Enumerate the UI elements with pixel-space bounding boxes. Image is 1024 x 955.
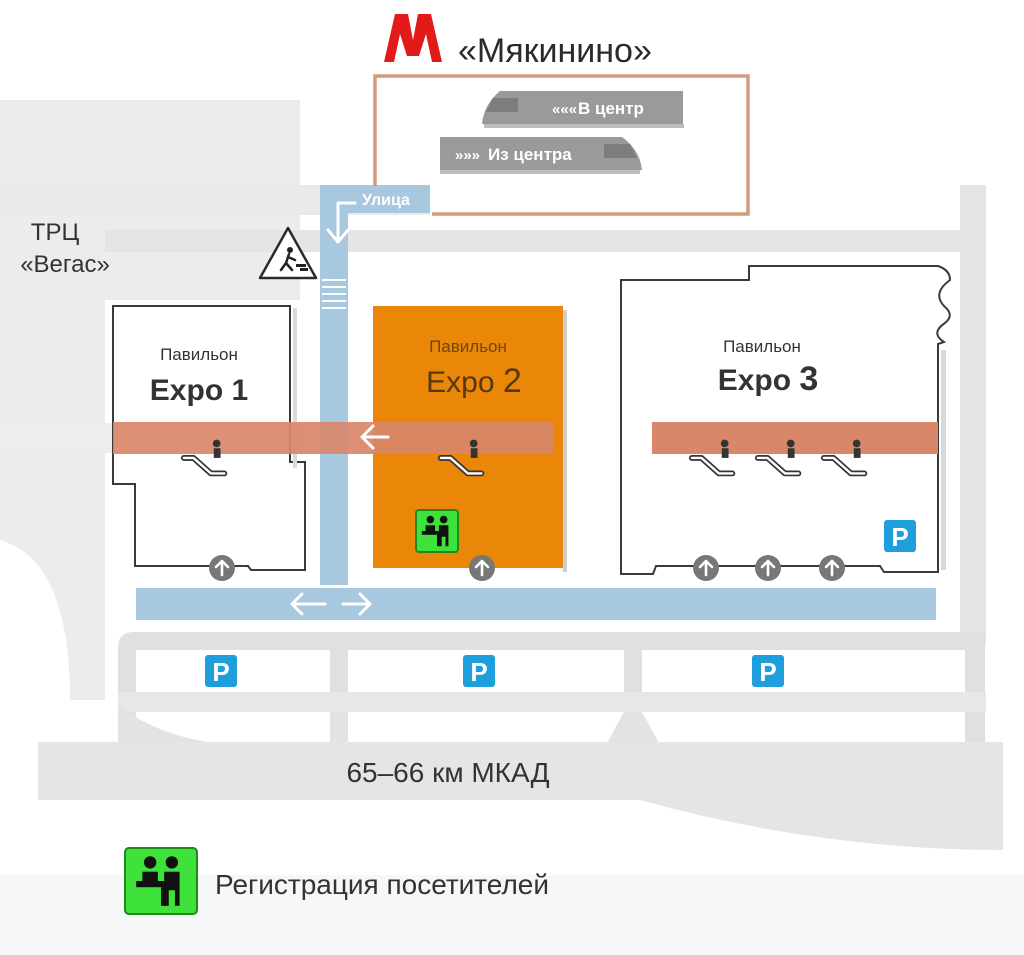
pavilion-title: Expo 2 bbox=[426, 362, 522, 400]
parking-icon bbox=[884, 520, 916, 552]
main-walkway bbox=[320, 185, 348, 585]
connecting-corridor bbox=[113, 422, 938, 454]
train-from-center-label: Из центра bbox=[488, 145, 572, 164]
train-icon bbox=[482, 91, 683, 124]
mall-label-line2: «Вегас» bbox=[20, 251, 110, 278]
street-arrow-icon bbox=[326, 201, 357, 244]
road-label: 65–66 км МКАД bbox=[346, 757, 549, 788]
train-to-center: ««« В центр bbox=[482, 91, 684, 128]
pavilion-title: Expo 1 bbox=[150, 374, 248, 407]
parking-icon bbox=[205, 655, 237, 687]
mkad-exit bbox=[640, 800, 1003, 850]
parking-letter: P bbox=[891, 522, 908, 552]
entrance-arrow-icon[interactable] bbox=[692, 554, 720, 582]
mkad-road bbox=[38, 742, 1003, 800]
street-label: Улица bbox=[362, 192, 410, 209]
entrance-arrow-icon[interactable] bbox=[468, 554, 496, 582]
pavilion-caption: Павильон bbox=[429, 337, 507, 356]
east-street bbox=[960, 185, 986, 645]
top-street bbox=[105, 230, 965, 252]
pavilion-caption: Павильон bbox=[160, 345, 238, 364]
arrow-right-icon bbox=[341, 592, 372, 616]
walkways bbox=[136, 185, 936, 620]
train-icon bbox=[440, 137, 642, 170]
train-to-center-label: В центр bbox=[578, 99, 644, 118]
pavilion-caption: Павильон bbox=[723, 337, 801, 356]
parking-letter: P bbox=[212, 657, 229, 687]
legend: Регистрация посетителей bbox=[124, 847, 549, 915]
entrance-arrow-icon[interactable] bbox=[208, 554, 236, 582]
entrance-arrow-icon[interactable] bbox=[754, 554, 782, 582]
entrance-arrow-icon[interactable] bbox=[818, 554, 846, 582]
pavilion-title: Expo 3 bbox=[718, 360, 819, 398]
legend-registration-label: Регистрация посетителей bbox=[215, 869, 549, 900]
pavilion-expo-3[interactable] bbox=[620, 265, 952, 575]
corridor-arrow-icon bbox=[360, 424, 390, 450]
parking-road bbox=[118, 632, 985, 745]
mall-label-line1: ТРЦ bbox=[31, 219, 80, 246]
parking-icon bbox=[463, 655, 495, 687]
pedestrian-warning-icon bbox=[258, 226, 318, 280]
registration-point[interactable] bbox=[415, 509, 459, 553]
parking-signs: P P P P bbox=[205, 520, 916, 687]
arrow-left-icon bbox=[290, 592, 327, 616]
chevron-left-icon: ««« bbox=[552, 101, 577, 118]
metro-logo-icon bbox=[384, 14, 442, 62]
metro-frame bbox=[373, 74, 750, 216]
parking-icon bbox=[752, 655, 784, 687]
train-from-center: »»» Из центра bbox=[440, 137, 642, 174]
pavilion-labels: Павильон Expo 1 Павильон Expo 2 Павильон… bbox=[150, 337, 819, 407]
parking-letter: P bbox=[759, 657, 776, 687]
station-name: «Мякинино» bbox=[458, 32, 652, 70]
front-walkway bbox=[136, 588, 936, 620]
metro-station[interactable]: «Мякинино» ««« В центр »»» Из центра Ули… bbox=[362, 14, 750, 216]
parking-letter: P bbox=[470, 657, 487, 687]
chevron-right-icon: »»» bbox=[455, 147, 480, 164]
mall-label[interactable]: ТРЦ «Вегас» bbox=[20, 219, 110, 278]
